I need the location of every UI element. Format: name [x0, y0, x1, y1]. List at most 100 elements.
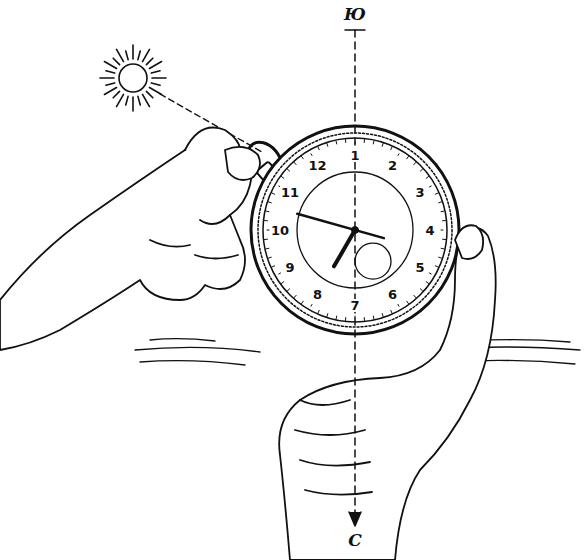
dial-tick: [336, 316, 338, 319]
dial-tick: [426, 282, 428, 284]
dial-tick: [345, 139, 346, 142]
pocket-watch: [241, 126, 459, 334]
dial-numeral: 4: [424, 224, 435, 237]
dial-tick: [391, 147, 392, 150]
dial-tick: [281, 282, 283, 284]
dial-tick: [326, 143, 328, 146]
dial-tick: [429, 273, 431, 274]
sun-ray: [132, 45, 134, 59]
sun-ray: [126, 51, 128, 60]
sun-ray: [104, 62, 116, 69]
dial-tick: [398, 154, 399, 156]
sun-ray: [138, 51, 140, 60]
dial-tick: [441, 230, 443, 231]
dial-tick: [318, 147, 319, 150]
dial-tick: [302, 156, 304, 158]
dial-numeral: 2: [387, 159, 398, 172]
dial-tick: [287, 169, 289, 171]
dial-tick: [268, 201, 271, 203]
dial-tick: [441, 211, 444, 213]
dial-tick: [398, 304, 399, 306]
dial-tick: [345, 318, 346, 321]
sun-ray: [117, 94, 124, 106]
sun-ray: [113, 91, 119, 97]
dial-tick: [272, 266, 275, 267]
dial-numeral: 3: [414, 186, 425, 199]
sun-ray: [143, 49, 150, 61]
dial-tick: [382, 143, 384, 146]
sun-ray: [151, 83, 160, 85]
dial-numeral: 10: [270, 224, 290, 237]
sight-line: [160, 94, 262, 152]
dial-numeral: 11: [280, 186, 300, 199]
horizon: [135, 339, 580, 365]
dial-tick: [414, 162, 416, 164]
sun-ray: [143, 94, 150, 106]
dial-numeral: 5: [414, 261, 425, 274]
dial-tick: [326, 314, 328, 317]
dial-tick: [420, 169, 422, 171]
sun-ray: [113, 58, 119, 64]
sun-ray: [138, 96, 140, 105]
dial-tick: [302, 301, 304, 303]
dial-tick: [266, 248, 269, 250]
left-hand: [0, 128, 251, 351]
sun-ray: [117, 49, 124, 61]
sun-ray: [106, 71, 115, 73]
dial-tick: [373, 141, 375, 144]
sun-ray: [152, 77, 166, 79]
dial-tick: [439, 257, 442, 259]
dial-tick: [443, 239, 446, 240]
dial-numeral: 1: [349, 149, 360, 162]
dial-tick: [266, 211, 269, 213]
seconds-subdial: [355, 243, 391, 279]
dial-numeral: 12: [307, 159, 327, 172]
dial-tick: [268, 257, 271, 259]
dial-numeral: 8: [312, 288, 323, 301]
dial-tick: [311, 304, 312, 306]
dial-numeral: 7: [349, 299, 360, 312]
dial-tick: [435, 266, 438, 267]
minute-hand: [297, 214, 384, 238]
dial-tick: [264, 239, 267, 240]
dial-tick: [311, 154, 312, 156]
sun-ray: [126, 96, 128, 105]
dial-tick: [272, 193, 275, 194]
dial-tick: [429, 186, 431, 187]
direction-label: Ю: [342, 5, 368, 24]
sun-ray: [132, 97, 134, 111]
dial-numeral: 6: [387, 288, 398, 301]
sun-ray: [151, 71, 160, 73]
dial-tick: [264, 220, 267, 221]
dial-tick: [439, 201, 442, 203]
dial-tick: [336, 141, 338, 144]
dial-tick: [279, 273, 281, 274]
sun-ray: [146, 91, 152, 97]
dial-tick: [294, 162, 296, 164]
dial-tick: [420, 289, 422, 291]
thumbs: [225, 147, 483, 259]
dial-tick: [281, 177, 283, 179]
dial-tick: [391, 310, 392, 313]
hour-hand: [334, 230, 355, 266]
dial-tick: [364, 318, 365, 321]
dial-tick: [407, 156, 409, 158]
dial-tick: [443, 220, 446, 221]
sun-ray: [106, 83, 115, 85]
sun-ray: [146, 58, 152, 64]
dial-tick: [294, 295, 296, 297]
sun-ray: [104, 88, 116, 95]
dial-tick: [382, 314, 384, 317]
sun-ray: [149, 62, 161, 69]
dial-tick: [426, 177, 428, 179]
dial-tick: [373, 316, 375, 319]
dial-numeral: 9: [285, 261, 296, 274]
meridian-line: [345, 30, 365, 526]
sun-ray: [100, 77, 114, 79]
dial-tick: [364, 139, 365, 142]
sun-symbol: [100, 45, 166, 111]
dial-tick: [318, 310, 319, 313]
dial-tick: [441, 248, 444, 250]
direction-label: С: [346, 531, 364, 550]
